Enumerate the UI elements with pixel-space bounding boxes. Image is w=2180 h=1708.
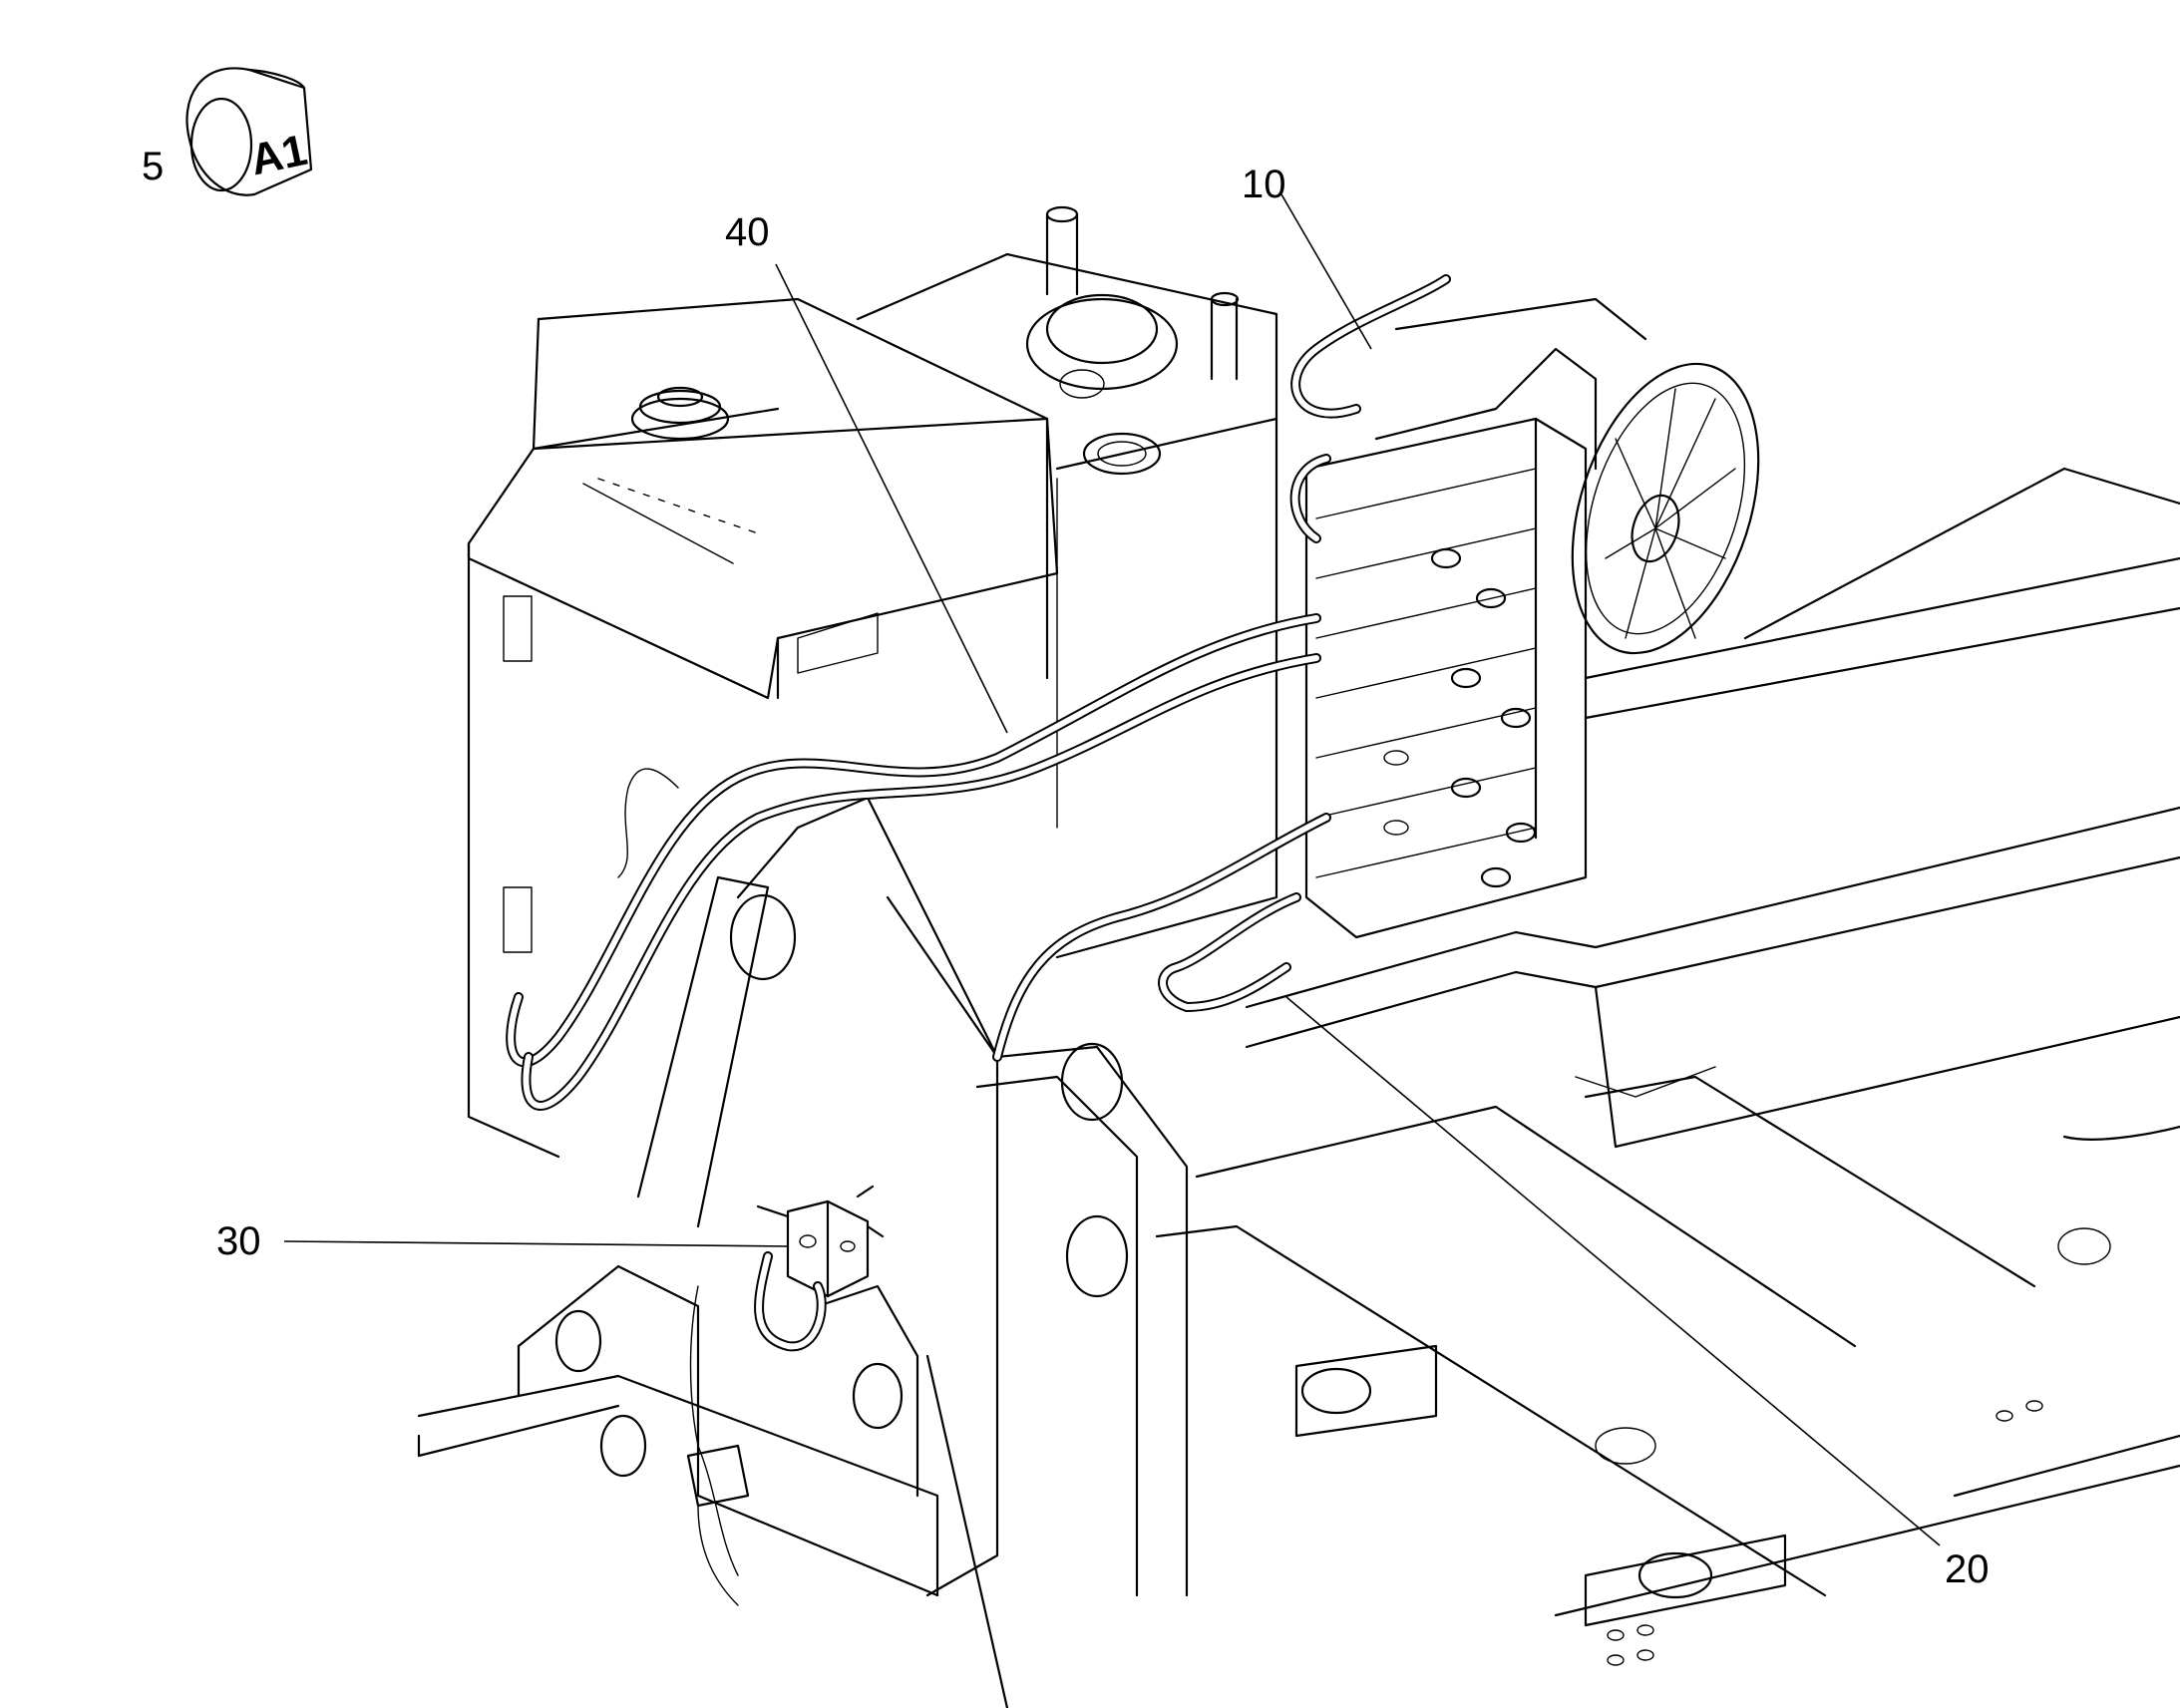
fuel-tank [856,205,1278,959]
hydraulic-tank [467,297,1059,1159]
machine-frame [417,467,2180,1708]
leader-lines [283,193,1941,1546]
control-valve-stack [1304,297,1760,939]
callout-10: 10 [1242,163,1286,206]
lower-fittings [686,1444,750,1606]
leader-40 [775,263,1008,734]
callout-40: 40 [725,210,770,254]
callout-20: 20 [1945,1547,1990,1591]
boom-mount [517,796,1189,1597]
leader-10 [1280,193,1372,350]
kit-sleeve-icon: A1 [185,67,313,196]
callout-30: 30 [216,1219,261,1263]
hydraulic-hoses [506,274,1451,1576]
pilot-valve-block [754,1185,885,1352]
leader-30 [283,1240,789,1247]
badge-label: A1 [246,126,311,185]
leader-20 [1285,996,1941,1546]
callout-5: 5 [142,145,164,188]
